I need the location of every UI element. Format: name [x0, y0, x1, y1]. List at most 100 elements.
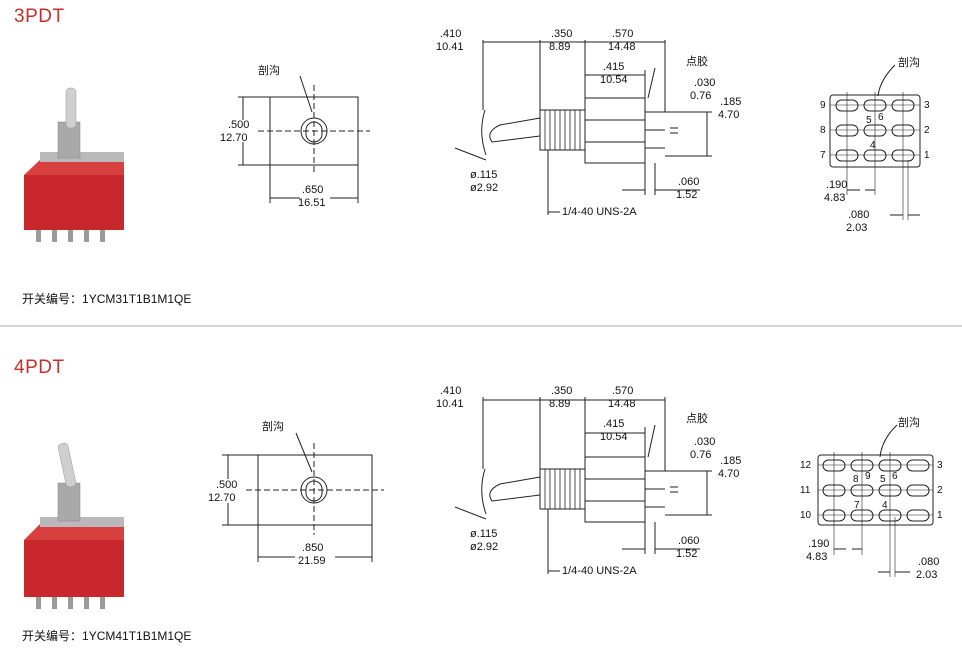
side-d1-mm: 10.41 [436, 41, 464, 53]
pin-inner-2: 5 [880, 474, 886, 485]
side-thread: 1/4-40 UNS-2A [562, 206, 637, 218]
section-title-3pdt: 3PDT [14, 6, 65, 27]
side-glue-label: 点胶 [686, 54, 708, 68]
drawing-4pdt: 剖沟 .500 12.70 .850 21.59 [24, 385, 943, 609]
section-title-4pdt: 4PDT [14, 357, 65, 378]
side-d6-in: .185 [720, 96, 741, 108]
switch-bracket [40, 517, 124, 527]
side-d1-mm: 10.41 [436, 398, 464, 410]
switch-photo-3pdt [24, 87, 124, 242]
side-view-3pdt [454, 40, 712, 215]
pin-w-mm: 2.03 [916, 569, 937, 581]
side-d7-mm: 1.52 [676, 189, 697, 201]
front-groove-label: 剖沟 [258, 63, 280, 77]
pin-right-2: 1 [924, 150, 930, 161]
front-view-3pdt [238, 75, 370, 203]
pin-inner-2: 4 [870, 140, 876, 151]
side-d3-in: .570 [612, 385, 633, 397]
pin-left-2: 10 [800, 510, 812, 521]
side-view-4pdt [454, 397, 712, 574]
side-d5-in: .030 [694, 77, 715, 89]
switch-lever [58, 442, 76, 488]
switch-lever [65, 87, 77, 129]
side-d4-mm: 10.54 [600, 74, 628, 86]
pin-w-in: .080 [848, 209, 869, 221]
part-number-row-3pdt: 开关编号：1YCM31T1B1M1QE [22, 290, 191, 307]
side-dia-mm: ø2.92 [470, 182, 498, 194]
switch-body [24, 540, 124, 597]
pin-pitch-in: .190 [826, 179, 847, 191]
side-d3-mm: 14.48 [608, 41, 636, 53]
pin-groove-label: 剖沟 [898, 55, 920, 69]
side-dia-mm: ø2.92 [470, 541, 498, 553]
pin-left-1: 11 [800, 485, 811, 496]
pin-layout-4pdt [817, 424, 934, 577]
front-width-mm: 16.51 [298, 197, 326, 209]
switch-bushing [57, 482, 81, 522]
side-d5-mm: 0.76 [690, 90, 711, 102]
pin-left-0: 12 [800, 460, 812, 471]
pin-inner-4: 7 [854, 500, 860, 511]
pin-right-0: 3 [924, 100, 930, 111]
part-number-value: 1YCM31T1B1M1QE [82, 292, 192, 306]
front-view-4pdt [222, 432, 384, 562]
drawing-3pdt: 剖沟 .500 12.70 .650 16.51 [24, 28, 930, 242]
pin-inner-1: 9 [865, 471, 871, 482]
pin-groove-label: 剖沟 [898, 415, 920, 429]
side-d5-in: .030 [694, 436, 715, 448]
pin-inner-0: 8 [853, 474, 859, 485]
side-d1-in: .410 [440, 385, 461, 397]
side-d7-in: .060 [678, 535, 699, 547]
switch-bracket [40, 152, 124, 162]
side-d1-in: .410 [440, 28, 461, 40]
side-thread: 1/4-40 UNS-2A [562, 565, 637, 577]
side-d2-mm: 8.89 [549, 41, 570, 53]
pin-layout-3pdt [829, 64, 921, 220]
side-d6-mm: 4.70 [718, 109, 739, 121]
part-number-value: 1YCM41T1B1M1QE [82, 629, 192, 643]
pin-right-1: 2 [937, 485, 943, 496]
side-d6-mm: 4.70 [718, 468, 739, 480]
side-d2-in: .350 [551, 28, 572, 40]
front-width-in: .850 [302, 542, 323, 554]
panel-3pdt: 3PDT [0, 0, 962, 325]
side-d6-in: .185 [720, 455, 741, 467]
front-height-mm: 12.70 [208, 492, 236, 504]
part-number-row-4pdt: 开关编号：1YCM41T1B1M1QE [22, 627, 191, 644]
part-number-label: 开关编号： [22, 292, 83, 306]
pin-left-0: 9 [820, 100, 826, 111]
panel-4pdt: 4PDT 剖沟 .50 [0, 327, 962, 652]
pin-left-1: 8 [820, 125, 826, 136]
pin-inner-3: 6 [892, 471, 898, 482]
side-d2-mm: 8.89 [549, 398, 570, 410]
side-d5-mm: 0.76 [690, 449, 711, 461]
pin-pitch-in: .190 [808, 538, 829, 550]
pin-w-in: .080 [918, 556, 939, 568]
side-d7-in: .060 [678, 176, 699, 188]
side-d4-in: .415 [603, 418, 624, 430]
front-width-mm: 21.59 [298, 555, 326, 567]
pin-right-1: 2 [924, 125, 930, 136]
side-glue-label: 点胶 [686, 411, 708, 425]
front-height-mm: 12.70 [220, 132, 248, 144]
pin-left-2: 7 [820, 150, 826, 161]
part-number-label: 开关编号： [22, 629, 83, 643]
side-d2-in: .350 [551, 385, 572, 397]
front-height-in: .500 [216, 479, 237, 491]
pin-w-mm: 2.03 [846, 222, 867, 234]
front-groove-label: 剖沟 [262, 419, 284, 433]
side-d3-mm: 14.48 [608, 398, 636, 410]
side-d7-mm: 1.52 [676, 548, 697, 560]
switch-photo-4pdt [24, 442, 124, 609]
pin-inner-5: 4 [882, 500, 888, 511]
pin-pitch-mm: 4.83 [806, 551, 827, 563]
switch-body [24, 175, 124, 230]
side-d3-in: .570 [612, 28, 633, 40]
pin-right-0: 3 [937, 460, 943, 471]
pin-inner-0: 5 [866, 115, 872, 126]
front-width-in: .650 [302, 184, 323, 196]
front-height-in: .500 [228, 119, 249, 131]
side-d4-mm: 10.54 [600, 431, 628, 443]
pin-right-2: 1 [937, 510, 943, 521]
side-d4-in: .415 [603, 61, 624, 73]
